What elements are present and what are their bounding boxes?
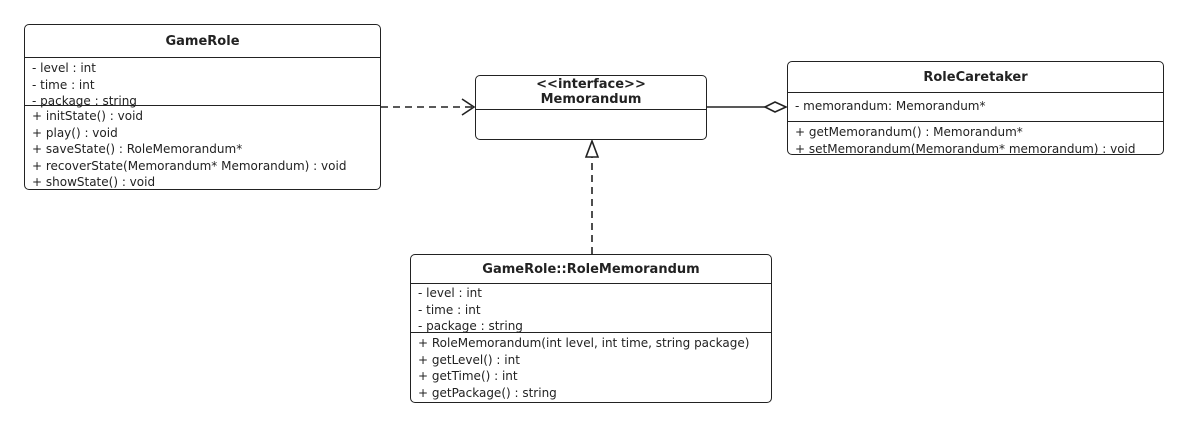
method-row: + setMemorandum(Memorandum* memorandum) … <box>795 141 1136 155</box>
methods-section: + initState() : void + play() : void + s… <box>25 106 380 189</box>
attribute-row: - time : int <box>32 77 95 92</box>
attributes-section: - level : int - time : int - package : s… <box>411 284 771 333</box>
attribute-row: - level : int <box>418 286 482 300</box>
class-name: GameRole::RoleMemorandum <box>411 255 771 284</box>
attribute-row: - package : string <box>418 319 523 333</box>
class-gamerole[interactable]: GameRole - level : int - time : int - pa… <box>24 24 381 190</box>
stereotype-label: <<interface>> <box>536 77 646 92</box>
class-title: GameRole <box>165 34 240 49</box>
method-row: + getLevel() : int <box>418 352 520 367</box>
method-row: + recoverState(Memorandum* Memorandum) :… <box>32 158 347 173</box>
method-row: + showState() : void <box>32 175 156 189</box>
attribute-row: - memorandum: Memorandum* <box>795 99 986 113</box>
class-rolememorandum[interactable]: GameRole::RoleMemorandum - level : int -… <box>410 254 772 403</box>
dependency-arrow <box>381 98 476 116</box>
class-title: RoleCaretaker <box>923 70 1028 85</box>
class-name: GameRole <box>25 25 380 58</box>
method-row: + play() : void <box>32 125 118 140</box>
class-name: <<interface>> Memorandum <box>476 76 706 110</box>
method-row: + getMemorandum() : Memorandum* <box>795 125 1023 139</box>
class-name: RoleCaretaker <box>788 62 1163 93</box>
method-row: + saveState() : RoleMemorandum* <box>32 142 243 156</box>
class-title: Memorandum <box>540 92 642 107</box>
method-row: + getPackage() : string <box>418 385 557 400</box>
realization-arrow <box>584 138 600 254</box>
attributes-section <box>476 110 706 139</box>
attributes-section: - level : int - time : int - package : s… <box>25 58 380 108</box>
methods-section: + getMemorandum() : Memorandum* + setMem… <box>788 122 1163 155</box>
aggregation-connector <box>707 101 788 113</box>
methods-section: + RoleMemorandum(int level, int time, st… <box>411 333 771 401</box>
attributes-section: - memorandum: Memorandum* <box>788 93 1163 122</box>
interface-memorandum[interactable]: <<interface>> Memorandum <box>475 75 707 140</box>
class-title: GameRole::RoleMemorandum <box>482 262 700 277</box>
attribute-row: - time : int <box>418 302 481 317</box>
method-row: + initState() : void <box>32 109 144 123</box>
method-row: + RoleMemorandum(int level, int time, st… <box>418 336 750 350</box>
attribute-row: - package : string <box>32 94 137 108</box>
method-row: + getTime() : int <box>418 369 518 383</box>
attribute-row: - level : int <box>32 61 96 75</box>
class-rolecaretaker[interactable]: RoleCaretaker - memorandum: Memorandum* … <box>787 61 1164 155</box>
